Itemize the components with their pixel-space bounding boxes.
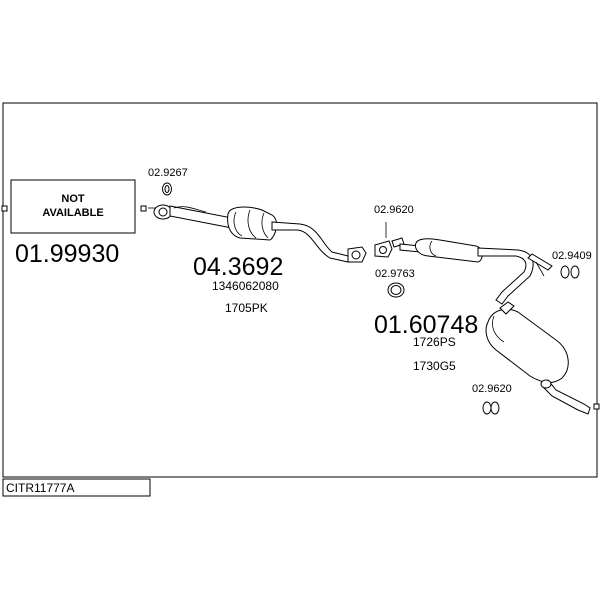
right-connector-marker [593,403,600,410]
footer-code-box [2,478,151,497]
gasket-mid-top-number: 02.9620 [374,204,414,216]
hanger-right-number: 02.9409 [552,250,592,262]
gasket-mid-top-icon [374,222,393,258]
middle-silencer-assembly [391,237,591,415]
not-available-line2: AVAILABLE [42,207,103,219]
not-available-box [10,179,136,234]
left-connector-marker [1,205,8,212]
middle-ref2: 1730G5 [413,359,456,373]
hanger-right-icon [560,265,580,279]
catalyst-ref2: 1705PK [225,301,268,315]
gasket-front-icon [162,182,172,196]
not-available-line1: NOT [61,193,85,205]
catalyst-number: 04.3692 [193,253,283,281]
catalyst-ref1: 1346062080 [212,279,279,293]
gasket-front-number: 02.9267 [148,167,188,179]
footer-code: CITR11777A [6,481,74,495]
front-pipe-number: 01.99930 [15,240,119,268]
middle-silencer-number: 01.60748 [374,311,478,339]
catalyst-assembly [169,205,367,263]
gasket-rear-number: 02.9620 [472,383,512,395]
block-connector-marker [140,205,147,212]
middle-ref1: 1726PS [413,335,456,349]
diagram-frame [2,102,598,478]
gasket-ring-number: 02.9763 [375,268,415,280]
gasket-rear-icon [482,401,500,415]
gasket-ring-icon [387,282,405,298]
